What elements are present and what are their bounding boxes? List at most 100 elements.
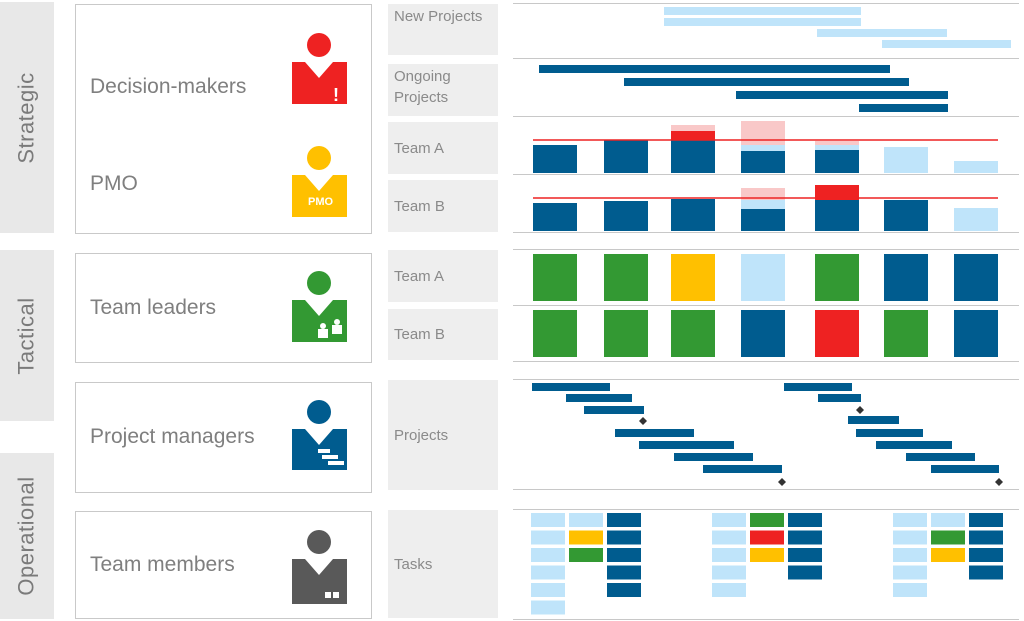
project-task-bar — [848, 416, 899, 424]
new-project-bar — [664, 18, 861, 26]
row-divider — [513, 379, 1019, 380]
task-card — [712, 548, 746, 562]
new-project-bar — [817, 29, 947, 37]
task-card — [569, 513, 603, 527]
decision-makers-name: Decision-makers — [90, 75, 247, 98]
milestone-diamond — [778, 478, 786, 486]
tactical-team-a-label: Team A — [388, 250, 498, 302]
project-task-bar — [931, 465, 999, 473]
team-b-status-tile — [954, 310, 998, 357]
task-card — [931, 530, 965, 545]
strategic-band: Strategic — [0, 2, 54, 233]
team-b-capacity-bar — [815, 200, 859, 231]
team-a-overload-bar — [671, 125, 715, 131]
team-b-overload-bar — [741, 188, 785, 200]
strategic-role-box — [75, 4, 372, 234]
task-card — [569, 548, 603, 562]
milestone-diamond — [995, 478, 1003, 486]
team-a-overload-bar — [671, 131, 715, 140]
task-card — [750, 530, 784, 545]
project-task-bar — [615, 429, 694, 437]
milestone-diamond — [639, 417, 647, 425]
pmo-name: PMO — [90, 172, 138, 195]
task-card — [788, 565, 822, 580]
task-card — [750, 513, 784, 527]
team-b-status-tile — [741, 310, 785, 357]
ongoing-project-bar — [539, 65, 890, 73]
team-a-capacity-bar — [741, 145, 785, 151]
task-card — [788, 530, 822, 545]
team-b-status-tile — [815, 310, 859, 357]
project-task-bar — [639, 441, 734, 449]
team-a-capacity-bar — [671, 140, 715, 173]
strategic-team-a-label: Team A — [388, 122, 498, 174]
milestone-diamond — [856, 406, 864, 414]
task-card — [969, 548, 1003, 562]
task-card — [893, 548, 927, 562]
project-task-bar — [703, 465, 782, 473]
project-task-bar — [856, 429, 923, 437]
task-card — [531, 565, 565, 580]
ongoing-projects-label: Ongoing Projects — [388, 64, 498, 116]
task-card — [788, 513, 822, 527]
team-b-capacity-bar — [533, 203, 577, 231]
team-leaders-name: Team leaders — [90, 296, 217, 319]
strategic-label: Strategic — [14, 71, 40, 164]
row-divider — [513, 116, 1019, 117]
team-b-capacity-bar — [954, 208, 998, 231]
row-divider — [513, 619, 1019, 620]
team-a-status-tile — [741, 254, 785, 301]
project-task-bar — [818, 394, 861, 402]
task-card — [893, 565, 927, 580]
team-a-status-tile — [533, 254, 577, 301]
project-task-bar — [906, 453, 975, 461]
task-card — [607, 565, 641, 580]
row-divider — [513, 509, 1019, 510]
row-divider — [513, 232, 1019, 233]
task-card — [931, 548, 965, 562]
row-divider — [513, 58, 1019, 59]
task-card — [750, 548, 784, 562]
task-card — [712, 513, 746, 527]
team-a-capacity-bar — [604, 140, 648, 173]
operational-band: Operational — [0, 453, 54, 619]
team-a-capacity-bar — [815, 145, 859, 150]
task-card — [712, 583, 746, 597]
team-b-status-tile — [671, 310, 715, 357]
project-task-bar — [784, 383, 852, 391]
team-b-overload-bar — [815, 185, 859, 200]
row-divider — [513, 249, 1019, 250]
team-b-status-tile — [533, 310, 577, 357]
tasks-label: Tasks — [388, 510, 498, 618]
tactical-team-b-label: Team B — [388, 309, 498, 360]
ongoing-project-bar — [624, 78, 909, 86]
task-card — [607, 583, 641, 597]
team-b-status-tile — [604, 310, 648, 357]
team-b-capacity-bar — [671, 199, 715, 231]
row-divider — [513, 489, 1019, 490]
task-card — [969, 513, 1003, 527]
task-card — [712, 565, 746, 580]
row-divider — [513, 305, 1019, 306]
task-card — [931, 513, 965, 527]
task-card — [969, 565, 1003, 580]
team-a-overload-bar — [741, 121, 785, 145]
project-managers-name: Project managers — [90, 425, 255, 448]
project-task-bar — [876, 441, 952, 449]
team-a-status-tile — [884, 254, 928, 301]
tactical-label: Tactical — [14, 296, 40, 375]
project-task-bar — [532, 383, 610, 391]
ongoing-project-bar — [859, 104, 948, 112]
team-b-status-tile — [884, 310, 928, 357]
task-card — [607, 548, 641, 562]
row-divider — [513, 3, 1019, 4]
team-a-status-tile — [954, 254, 998, 301]
projects-label: Projects — [388, 380, 498, 490]
task-card — [531, 548, 565, 562]
task-card — [788, 548, 822, 562]
new-project-bar — [664, 7, 861, 15]
project-task-bar — [584, 406, 644, 414]
team-a-status-tile — [671, 254, 715, 301]
task-card — [893, 513, 927, 527]
task-card — [531, 513, 565, 527]
